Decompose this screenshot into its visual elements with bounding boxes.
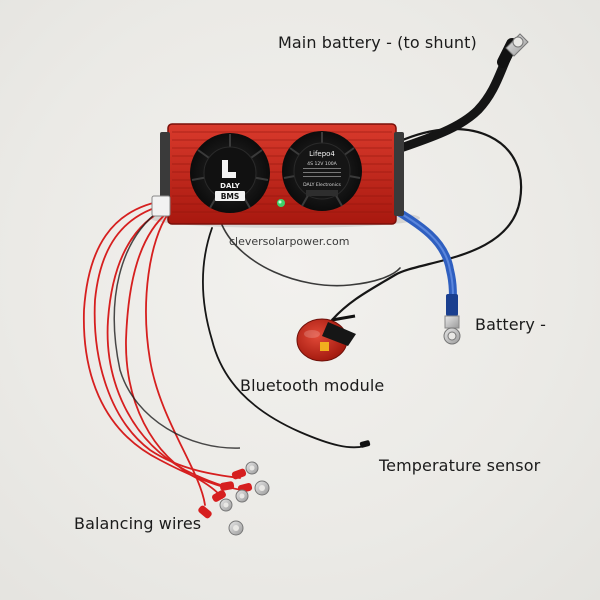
- bluetooth-cable: [330, 127, 523, 322]
- bluetooth-logo-icon: [320, 342, 329, 351]
- temperature-sensor-wire: [202, 227, 366, 449]
- left-fan: DALY BMS: [190, 133, 270, 213]
- bluetooth-module: [296, 314, 356, 362]
- battery-negative-lug: [443, 315, 461, 345]
- daly-logo-icon: [222, 160, 236, 178]
- label-battery-negative: Battery -: [475, 315, 546, 334]
- temperature-sensor-probe: [359, 440, 371, 448]
- maker-text: DALY Electronics: [303, 182, 341, 188]
- bms-unit: DALY BMS Lifepo4 4S 12V 100A D: [151, 123, 404, 225]
- brand-text: DALY: [220, 182, 241, 190]
- battery-negative-cable: [388, 204, 457, 322]
- negative-sleeve: [446, 294, 458, 316]
- watermark-text: cleversolarpower.com: [229, 235, 350, 248]
- chemistry-text: Lifepo4: [309, 150, 335, 158]
- label-temperature-sensor: Temperature sensor: [379, 456, 541, 475]
- spec-text: 4S 12V 100A: [307, 161, 338, 167]
- right-fan: Lifepo4 4S 12V 100A DALY Electronics: [282, 131, 362, 211]
- main-battery-cable: [390, 50, 513, 155]
- label-bluetooth-module: Bluetooth module: [240, 376, 385, 395]
- balancing-terminals: [198, 461, 270, 536]
- label-main-battery: Main battery - (to shunt): [278, 33, 477, 52]
- product-text: BMS: [221, 192, 240, 201]
- label-balancing-wires: Balancing wires: [74, 514, 202, 533]
- main-battery-lug: [505, 33, 529, 57]
- balancing-wires: [82, 199, 244, 506]
